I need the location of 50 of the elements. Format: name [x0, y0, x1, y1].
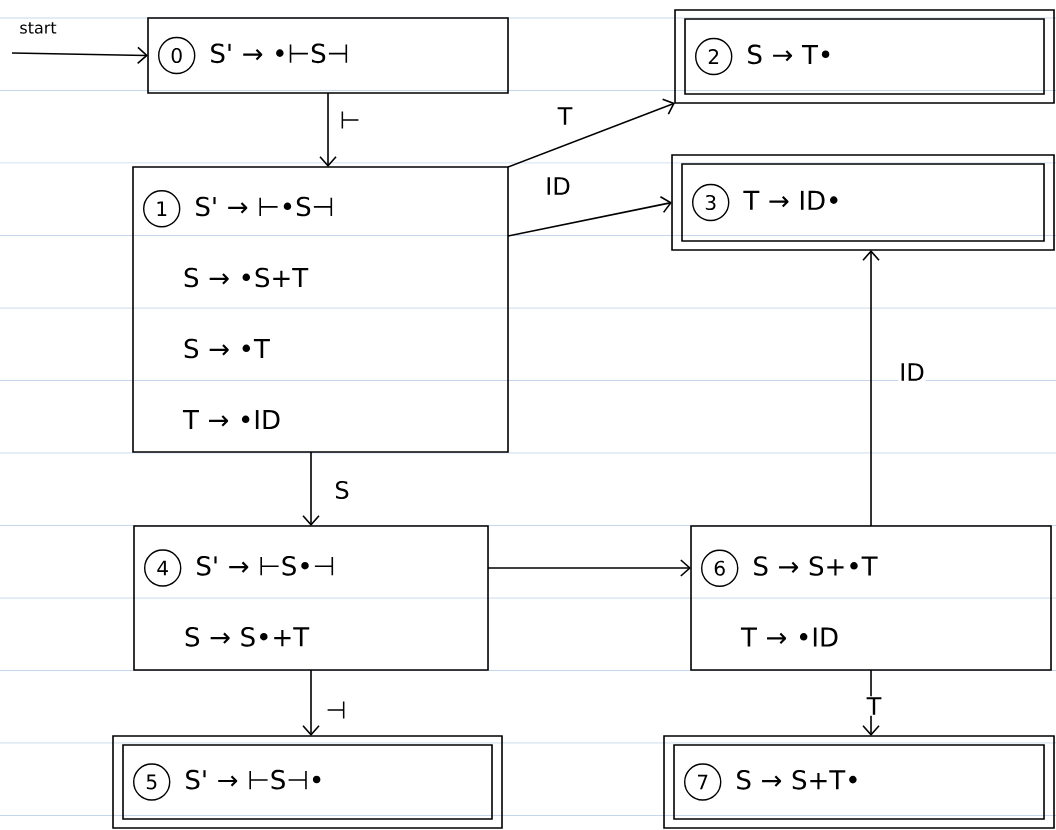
- edge-label: ⊣: [324, 700, 348, 720]
- outer-frame: [671, 154, 1055, 251]
- production-rule: T → •ID: [740, 627, 838, 647]
- state-number: 4: [144, 549, 182, 587]
- edge-label: ID: [544, 176, 572, 196]
- production-rule: S' → ⊢S⊣•: [186, 769, 321, 790]
- arrow: [862, 250, 880, 527]
- production-rule: T → ID•: [743, 190, 838, 210]
- edge-label: T: [865, 696, 883, 716]
- production-rule: S → S•+T: [185, 627, 310, 647]
- production-rule: S → S+•T: [754, 556, 878, 576]
- production-rule: S' → ⊢•S⊣: [196, 196, 333, 217]
- arrow: [302, 669, 320, 736]
- state-number: 0: [158, 36, 196, 75]
- state-number: 2: [695, 37, 733, 76]
- state-box: [681, 163, 1045, 242]
- state-number: 7: [684, 763, 722, 801]
- outer-frame: [663, 735, 1055, 829]
- state-box: [673, 744, 1045, 820]
- state-number: 5: [133, 763, 171, 801]
- production-rule: S → S+T•: [737, 770, 857, 790]
- edge-label: ID: [898, 362, 926, 382]
- production-rule: T → •ID: [182, 410, 280, 429]
- production-rule: S → •S+T: [184, 267, 309, 288]
- state-box: [147, 17, 509, 94]
- outer-frame: [674, 9, 1055, 104]
- edge-label: start: [18, 21, 58, 35]
- state-box: [132, 166, 509, 453]
- arrow: [302, 451, 320, 526]
- arrow: [11, 46, 148, 65]
- state-number: 6: [701, 549, 739, 587]
- state-box: [690, 525, 1052, 671]
- arrow: [862, 669, 880, 736]
- outer-frame: [112, 735, 503, 829]
- arrow: [507, 195, 672, 237]
- edge-label: T: [556, 106, 574, 126]
- production-rule: S' → ⊢S•⊣: [197, 556, 334, 576]
- state-box: [133, 525, 489, 671]
- edge-label: S: [333, 479, 351, 501]
- production-rule: S' → •⊢S⊣: [211, 43, 348, 64]
- edge-label: ⊢: [338, 110, 362, 130]
- arrow: [319, 92, 337, 167]
- state-number: 3: [692, 183, 730, 222]
- production-rule: S → •T: [184, 338, 270, 359]
- arrow: [507, 98, 675, 168]
- production-rule: S → T•: [748, 44, 830, 65]
- arrow: [487, 559, 691, 577]
- state-number: 1: [143, 190, 181, 228]
- state-box: [122, 744, 493, 820]
- state-box: [684, 18, 1045, 95]
